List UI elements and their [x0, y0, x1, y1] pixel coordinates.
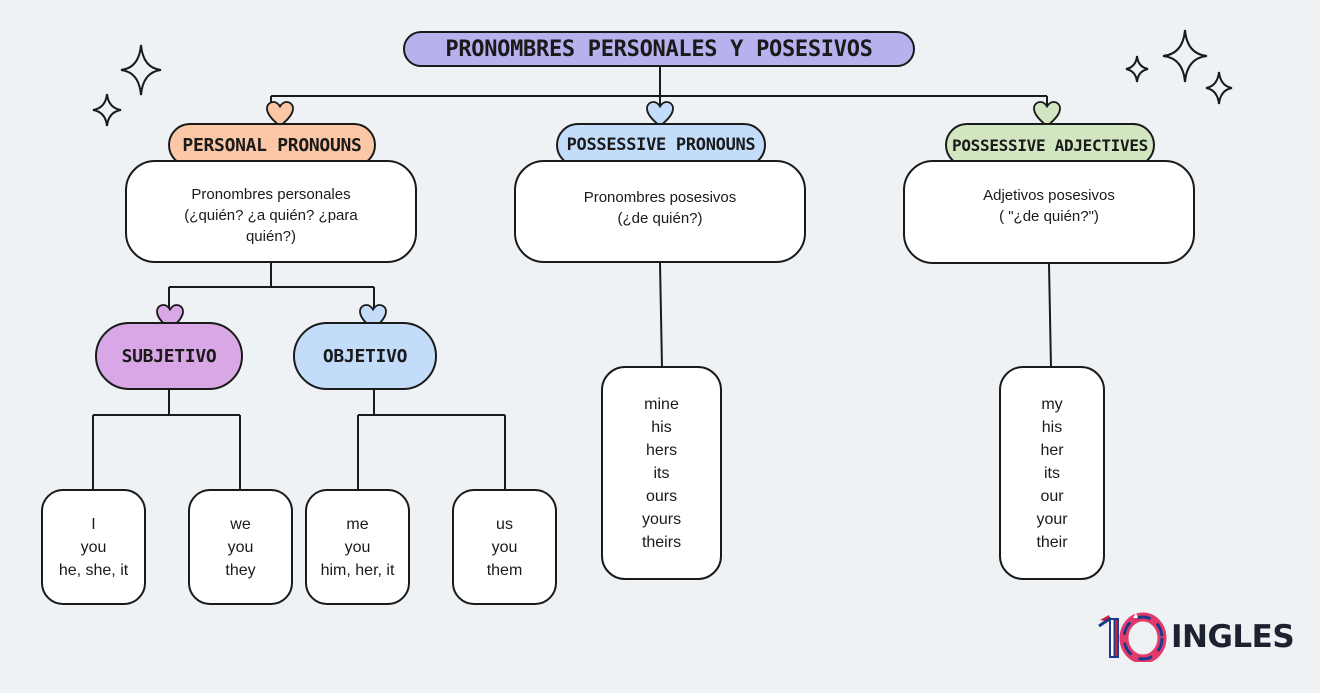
personal-pronouns-description: Pronombres personales (¿quién? ¿a quién?… — [125, 160, 417, 263]
title-banner: PRONOMBRES PERSONALES Y POSESIVOS — [403, 31, 915, 67]
pronoun: me — [346, 515, 369, 533]
pronoun: theirs — [641, 533, 682, 551]
logo-text: INGLES — [1171, 619, 1295, 655]
sparkle-icon — [92, 93, 122, 127]
adjective: my — [1041, 395, 1063, 413]
adjective: our — [1040, 487, 1064, 505]
heart-icon — [266, 101, 294, 128]
pronoun: he, she, it — [58, 561, 129, 579]
adjective: their — [1036, 533, 1068, 551]
subjetivo-plural-box: we you they — [188, 489, 293, 605]
brand-logo: INGLES — [1097, 612, 1295, 662]
pronoun: I — [91, 515, 96, 533]
objetivo-singular-box: me you him, her, it — [305, 489, 410, 605]
objetivo-label: OBJETIVO — [293, 322, 437, 390]
possessive-pronouns-description: Pronombres posesivos (¿de quién?) — [514, 160, 806, 263]
subjetivo-singular-box: I you he, she, it — [41, 489, 146, 605]
possessive-pronouns-label: POSSESSIVE PRONOUNS — [556, 123, 766, 167]
pronoun: ours — [645, 487, 678, 505]
possessive-adjectives-label: POSSESSIVE ADJECTIVES — [945, 123, 1155, 167]
pronoun: hers — [645, 441, 678, 459]
sparkle-icon — [1162, 29, 1208, 83]
possessive-adjectives-list-box: my his her its our your their — [999, 366, 1105, 580]
heart-icon — [646, 101, 674, 128]
pronoun: its — [653, 464, 670, 482]
pronoun: you — [227, 538, 254, 556]
page-title: PRONOMBRES PERSONALES Y POSESIVOS — [445, 36, 873, 62]
pronoun: them — [486, 561, 523, 579]
pronoun: mine — [644, 395, 679, 413]
pronoun: him, her, it — [320, 561, 395, 579]
pronoun: you — [80, 538, 107, 556]
pronoun: you — [344, 538, 371, 556]
personal-pronouns-label: PERSONAL PRONOUNS — [168, 123, 376, 167]
pronoun: they — [225, 561, 256, 579]
pronoun: you — [491, 538, 518, 556]
pronoun: we — [230, 515, 251, 533]
subjetivo-label: SUBJETIVO — [95, 322, 243, 390]
pronoun: his — [651, 418, 672, 436]
pronoun: us — [496, 515, 513, 533]
sparkle-icon — [120, 44, 162, 96]
sparkle-icon — [1125, 55, 1149, 83]
objetivo-plural-box: us you them — [452, 489, 557, 605]
possessive-pronouns-list-box: mine his hers its ours yours theirs — [601, 366, 722, 580]
adjective: its — [1044, 464, 1060, 482]
heart-icon — [1033, 101, 1061, 128]
adjective: your — [1036, 510, 1068, 528]
possessive-adjectives-description: Adjetivos posesivos ( "¿de quién?") — [903, 160, 1195, 264]
sparkle-icon — [1205, 71, 1233, 105]
adjective: his — [1041, 418, 1063, 436]
logo-number-icon — [1098, 612, 1167, 662]
pronoun: yours — [641, 510, 682, 528]
adjective: her — [1040, 441, 1064, 459]
